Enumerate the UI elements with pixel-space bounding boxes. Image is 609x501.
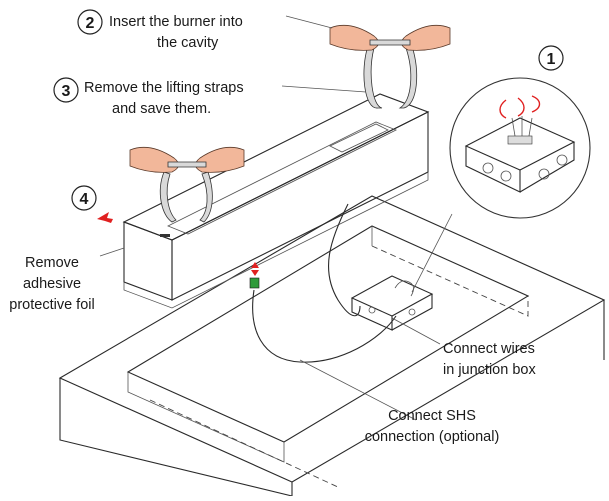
junction-callout-line1: Connect wires (443, 341, 535, 357)
hand-icon (401, 24, 451, 51)
svg-text:1: 1 (547, 51, 556, 68)
leader-lines (99, 15, 453, 421)
step-3-badge: 3 (53, 77, 79, 103)
shs-connector (249, 277, 260, 289)
burner-unit (122, 93, 430, 309)
shs-callout-line1: Connect SHS (388, 408, 476, 424)
hand-icon (329, 24, 379, 51)
svg-text:4: 4 (80, 191, 89, 208)
lifting-strap-left (129, 146, 245, 223)
svg-text:3: 3 (62, 83, 71, 100)
step-1-badge: 1 (538, 45, 564, 71)
shs-callout-line2: connection (optional) (365, 429, 500, 445)
svg-text:2: 2 (86, 15, 95, 32)
foil-callout-line1: Remove (25, 255, 79, 271)
junction-callout-line2: in junction box (443, 362, 536, 378)
step-3-text-line1: Remove the lifting straps (84, 80, 244, 96)
label-plate (160, 234, 170, 237)
hand-icon (129, 146, 179, 173)
step-2-text-line2: the cavity (157, 35, 219, 51)
cavity-enclosure (58, 195, 606, 497)
foil-callout-line3: protective foil (9, 297, 94, 313)
lifting-strap-right (329, 24, 451, 109)
junction-box-cavity (350, 275, 434, 331)
detail-circle (449, 77, 591, 219)
red-arrow-icon (97, 212, 259, 276)
step-3-text-line2: and save them. (112, 101, 211, 117)
step-4-badge: 4 (71, 185, 97, 211)
cables (252, 203, 397, 363)
step-2-badge: 2 (77, 9, 103, 35)
foil-callout-line2: adhesive (23, 276, 81, 292)
step-2-text-line1: Insert the burner into (109, 14, 243, 30)
hand-icon (195, 146, 245, 173)
